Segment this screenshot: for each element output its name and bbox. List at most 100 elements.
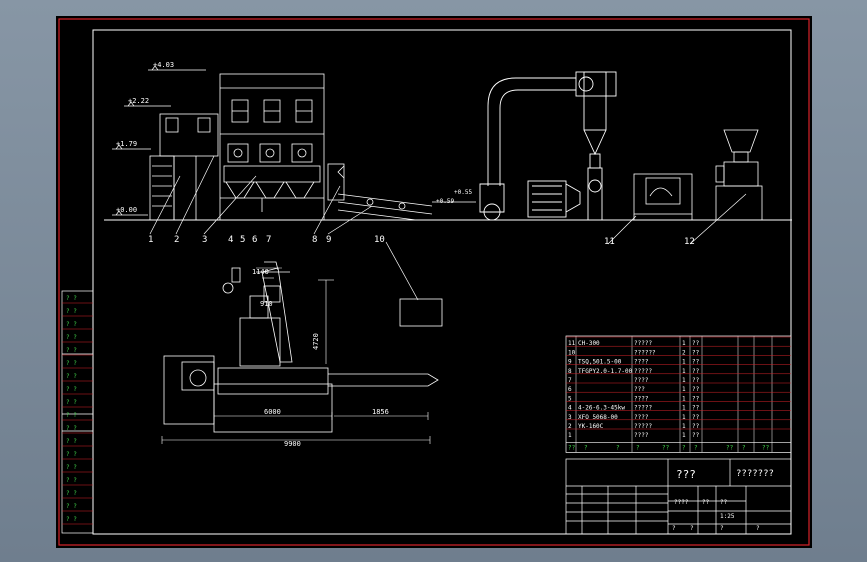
bom-no: 3 (568, 414, 572, 421)
bom-no: 8 (568, 368, 572, 375)
elev-000: +0.00 (116, 206, 137, 214)
bom-header-cell: ? (742, 444, 746, 451)
left-strip-mark: ? ? (66, 503, 77, 510)
left-strip-mark: ? ? (66, 412, 77, 419)
callout-6: 6 (252, 235, 257, 245)
bom-note: ?? (692, 395, 700, 402)
elev-055: +0.55 (454, 189, 472, 196)
bom-name: ???? (634, 377, 649, 384)
bom-no: 2 (568, 423, 572, 430)
bom-note: ?? (692, 432, 700, 439)
left-strip-mark: ? ? (66, 386, 77, 393)
left-strip-mark: ? ? (66, 321, 77, 328)
callout-5: 5 (240, 235, 245, 245)
bom-qty: 1 (682, 368, 686, 375)
bom-qty: 1 (682, 377, 686, 384)
drawing-title: ??? (676, 468, 696, 481)
drawing-subtitle: ??????? (736, 469, 774, 479)
title-q4: ? (756, 525, 760, 532)
bom-note: ?? (692, 386, 700, 393)
callout-4: 4 (228, 235, 233, 245)
bom-header-cell: ?? (662, 444, 670, 451)
title-q2: ? (690, 525, 694, 532)
bom-note: ?? (692, 423, 700, 430)
bom-name: ????? (634, 368, 652, 375)
dim-6000: 6000 (264, 408, 281, 416)
left-strip-mark: ? ? (66, 516, 77, 523)
callout-7: 7 (266, 235, 271, 245)
callout-12: 12 (684, 237, 695, 247)
elev-179: +1.79 (116, 140, 137, 148)
inner-frame (92, 29, 792, 535)
bom-code: YK-160C (578, 423, 604, 430)
bom-note: ?? (692, 368, 700, 375)
elev-059: +0.59 (436, 198, 454, 205)
left-strip-mark: ? ? (66, 373, 77, 380)
left-strip-mark: ? ? (66, 464, 77, 471)
cyclone-duct (479, 71, 617, 221)
packaging-machine (633, 173, 693, 220)
bom-name: ?????? (634, 349, 656, 356)
left-strip-mark: ? ? (66, 360, 77, 367)
bom-qty: 1 (682, 405, 686, 412)
bom-code: CH-300 (578, 340, 600, 347)
bom-note: ?? (692, 340, 700, 347)
bom-name: ???? (634, 359, 649, 366)
callout-10: 10 (374, 235, 385, 245)
elev-222: +2.22 (128, 97, 149, 105)
bom-header-cell: ? (616, 444, 620, 451)
title-q1: ? (672, 525, 676, 532)
dim-4720: 4720 (312, 333, 320, 350)
bom-header-cell: ? (636, 444, 640, 451)
left-strip-mark: ? ? (66, 334, 77, 341)
bom-qty: 1 (682, 395, 686, 402)
callout-8: 8 (312, 235, 317, 245)
left-strip-mark: ? ? (66, 347, 77, 354)
item-10-box (399, 298, 443, 327)
bom-header-cell: ?? (568, 444, 576, 451)
bom-name: ??? (634, 386, 645, 393)
bom-qty: 2 (682, 349, 686, 356)
callout-2: 2 (174, 235, 179, 245)
elev-403: +4.03 (153, 61, 174, 69)
bom-name: ???? (634, 432, 649, 439)
platform-stairs (149, 113, 219, 221)
bom-qty: 1 (682, 432, 686, 439)
bom-name: ????? (634, 340, 652, 347)
left-strip-mark: ? ? (66, 425, 77, 432)
fryer-tower (219, 73, 325, 221)
bom-no: 7 (568, 377, 572, 384)
drawing-canvas: ? ?? ?? ?? ?? ?? ?? ?? ?? ?? ?? ?? ?? ??… (58, 18, 810, 546)
bom-no: 11 (568, 340, 576, 347)
bom-header-cell: ? (682, 444, 686, 451)
conveyor (327, 163, 476, 221)
bom-code: XFO 5068-00 (578, 414, 618, 421)
bom-note: ?? (692, 359, 700, 366)
title-row-b: ?? (702, 499, 710, 506)
bom-no: 5 (568, 395, 572, 402)
bom-note: ?? (692, 414, 700, 421)
callout-1: 1 (148, 235, 153, 245)
callout-11: 11 (604, 237, 615, 247)
left-strip-rows: ? ? ? ? ? ? ? ? ? ? ? ? ? ? ? ? ? ? ? ? ? ? ? ? ? ??… (62, 295, 93, 525)
left-strip-mark: ? ? (66, 490, 77, 497)
bom-note: ?? (692, 349, 700, 356)
bom-name: ????? (634, 405, 652, 412)
bom-name: ???? (634, 395, 649, 402)
leader-lines (149, 155, 747, 301)
bom-no: 4 (568, 405, 572, 412)
left-strip-mark: ? ? (66, 477, 77, 484)
bom-name: ????? (634, 423, 652, 430)
bom-header-cell: ? (584, 444, 588, 451)
callout-3: 3 (202, 235, 207, 245)
bom-no: 1 (568, 432, 572, 439)
bom-note: ?? (692, 405, 700, 412)
bom-header-cell: ?? (726, 444, 734, 451)
bom-no: 6 (568, 386, 572, 393)
bom-code: 4-26-6.3-45kw (578, 405, 625, 412)
bom-code: TFGPY2.0-1.7-00 (578, 368, 633, 375)
dimension-lines (161, 267, 431, 444)
left-strip-mark: ? ? (66, 308, 77, 315)
dim-910: 910 (260, 300, 273, 308)
